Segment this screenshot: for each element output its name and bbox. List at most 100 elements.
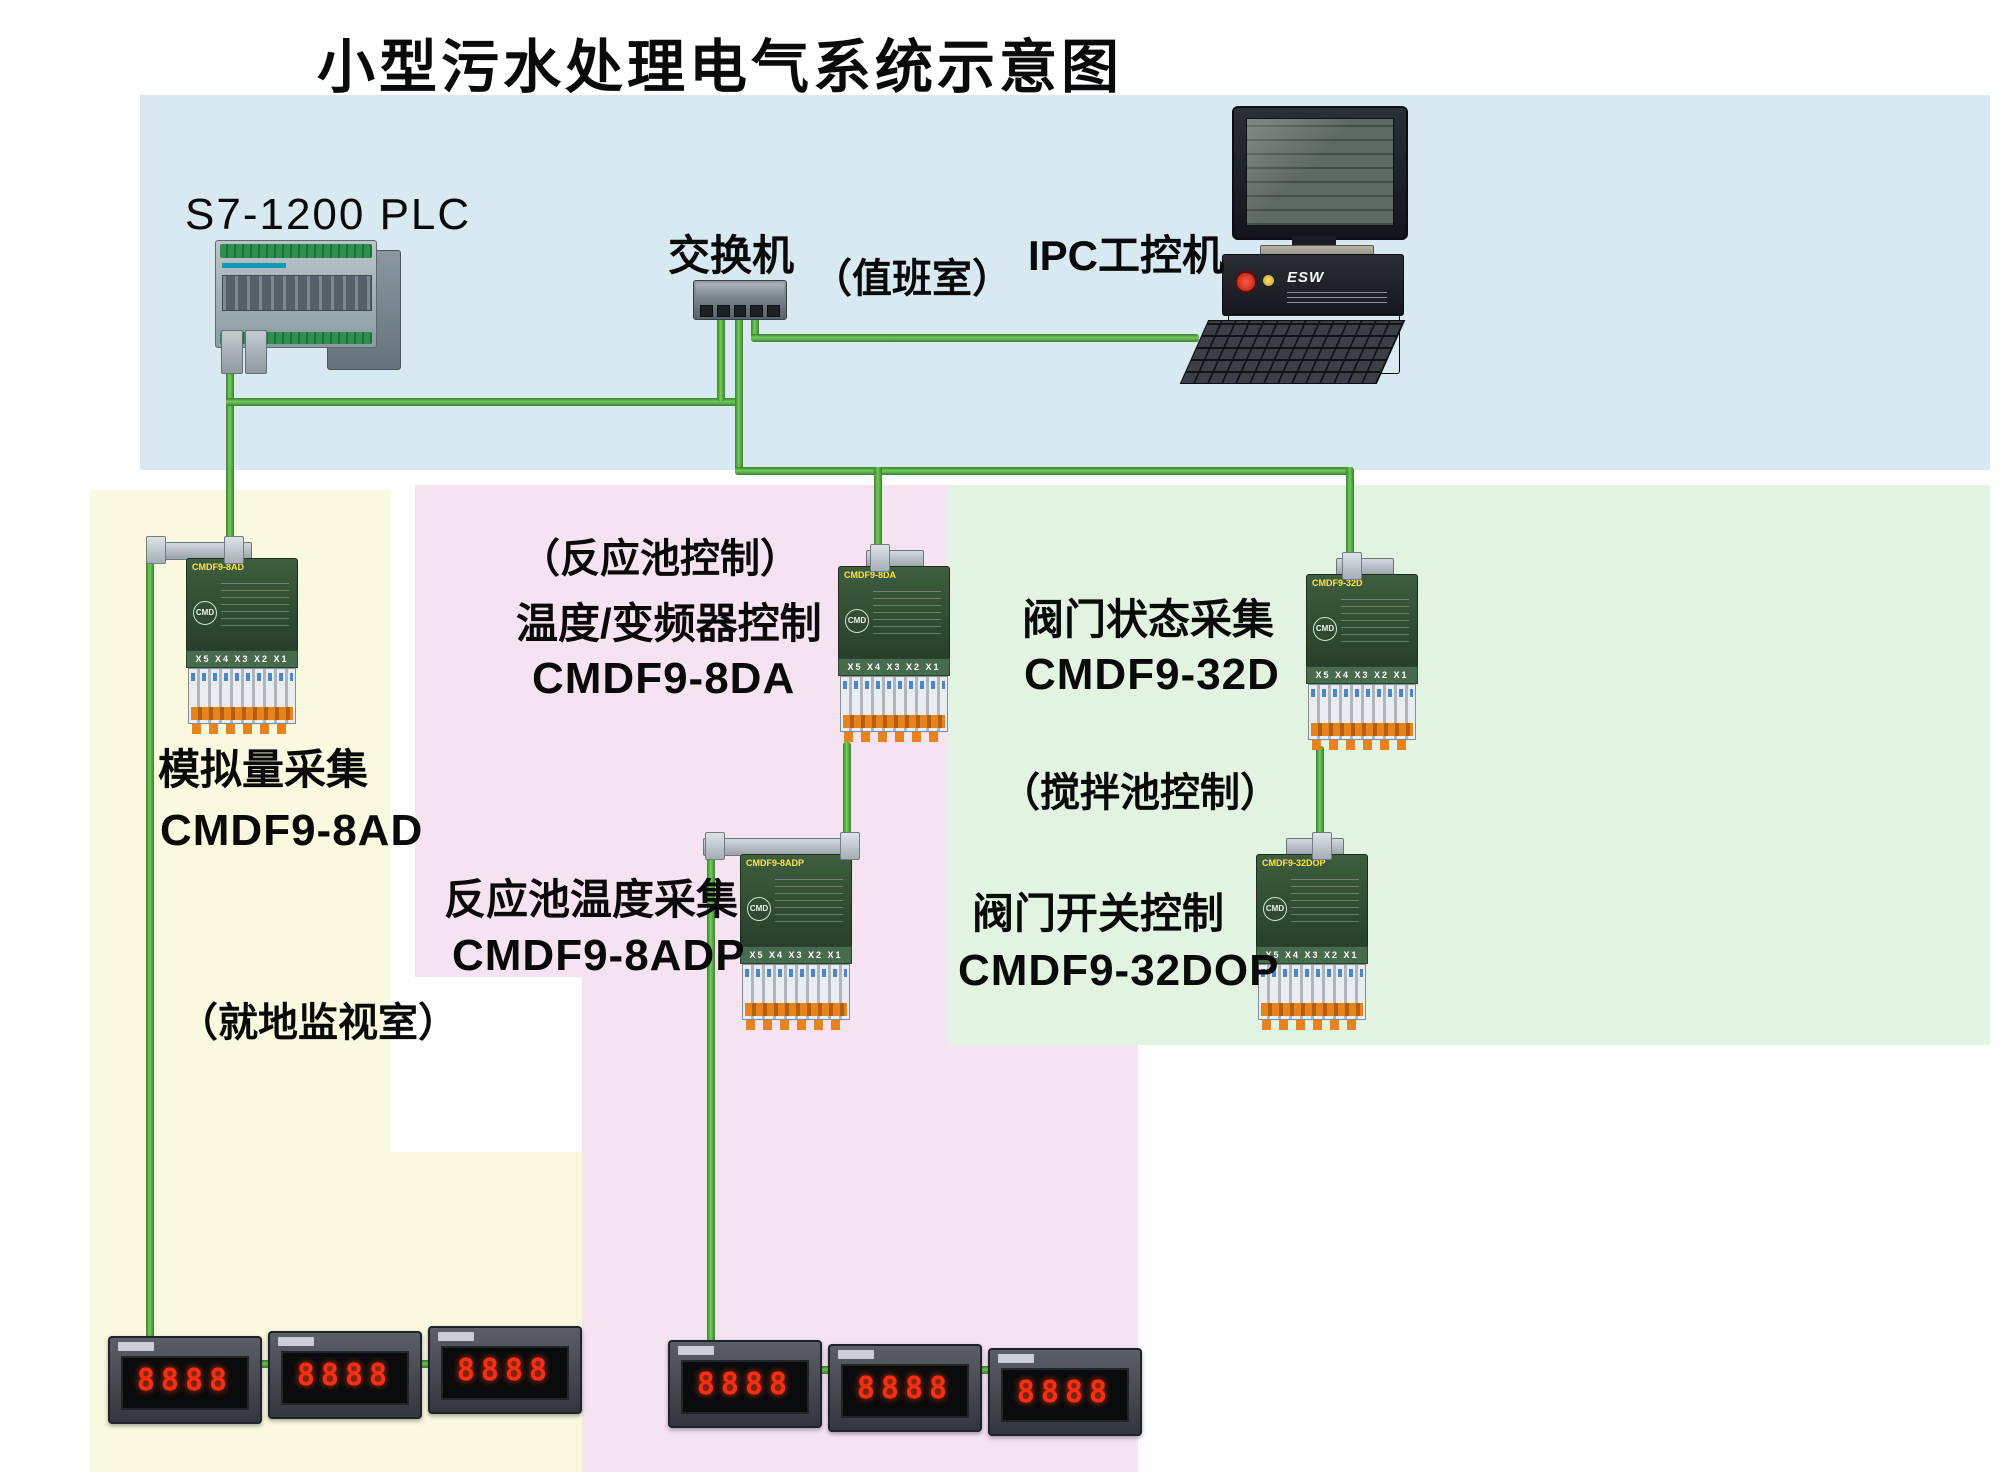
io-module-cmdf9-32dop: CMDF9-32DOP CMD X5 X4 X3 X2 X1: [1256, 832, 1368, 1034]
network-cable: [226, 370, 234, 546]
meter-display: 8888: [441, 1346, 569, 1400]
module-brand-badge: CMD: [845, 609, 869, 633]
panel-meter: 8888: [268, 1331, 422, 1419]
cable-plug: [146, 536, 166, 564]
module-led-rows: [221, 583, 289, 627]
panel-meter: 8888: [988, 1348, 1142, 1436]
meter-brand-tag: [278, 1337, 314, 1346]
switch-port: [716, 305, 730, 317]
analog-acquisition-label: 模拟量采集: [158, 746, 369, 793]
plc-device: [215, 240, 401, 375]
network-cable: [874, 467, 882, 562]
ipc-label: IPC工控机: [1028, 232, 1225, 279]
ipc-control-box: ESW: [1222, 254, 1404, 316]
local-monitor-room-label: （就地监视室）: [178, 1001, 458, 1045]
module-port-labels: X5 X4 X3 X2 X1: [1306, 666, 1418, 684]
module-port-labels: X5 X4 X3 X2 X1: [740, 946, 852, 964]
io-module-cmdf9-8ad: CMDF9-8AD CMD X5 X4 X3 X2 X1: [146, 536, 298, 738]
module-terminal-block: [1308, 684, 1416, 740]
network-cable: [707, 854, 715, 1374]
switch-label: 交换机: [668, 232, 795, 279]
module-led-rows: [1291, 879, 1359, 923]
plc-label: S7-1200 PLC: [185, 190, 472, 239]
ipc-monitor-neck: [1292, 236, 1336, 246]
plc-main-body: [215, 240, 377, 348]
meter-digits: 8888: [1016, 1375, 1114, 1410]
meter-brand-tag: [838, 1350, 874, 1359]
cmdf9-32d-label: CMDF9-32D: [1024, 650, 1280, 699]
plc-cable-connector: [245, 330, 267, 374]
cable-plug: [870, 544, 890, 572]
meter-brand-tag: [438, 1332, 474, 1341]
cmdf9-32dop-label: CMDF9-32DOP: [958, 946, 1280, 995]
valve-switch-control-label: 阀门开关控制: [972, 890, 1225, 937]
meter-display: 8888: [121, 1356, 249, 1410]
module-terminal-block: [742, 964, 850, 1020]
module-terminal-tabs: [192, 724, 290, 734]
module-body: CMDF9-8ADP CMD: [740, 854, 852, 948]
network-cable: [1316, 746, 1324, 842]
network-cable: [843, 742, 851, 842]
meter-digits: 8888: [856, 1371, 954, 1406]
module-body: CMDF9-32DOP CMD: [1256, 854, 1368, 948]
ipc-monitor-screen: [1246, 118, 1394, 226]
meter-digits: 8888: [696, 1367, 794, 1402]
module-body: CMDF9-8DA CMD: [838, 566, 950, 660]
cable-plug: [840, 832, 860, 860]
panel-meter: 8888: [828, 1344, 982, 1432]
ipc-monitor: [1232, 106, 1408, 240]
panel-meter: 8888: [108, 1336, 262, 1424]
module-led-rows: [873, 591, 941, 635]
module-model-text: CMDF9-8DA: [844, 570, 897, 580]
network-cable: [226, 398, 740, 406]
io-module-cmdf9-8adp: CMDF9-8ADP CMD X5 X4 X3 X2 X1: [703, 832, 860, 1034]
module-model-text: CMDF9-8AD: [192, 562, 245, 572]
network-cable: [751, 334, 1199, 342]
module-model-text: CMDF9-8ADP: [746, 858, 805, 868]
reaction-temp-acquisition-label: 反应池温度采集: [444, 876, 739, 923]
cmdf9-8da-label: CMDF9-8DA: [532, 654, 796, 703]
ethernet-switch-device: [693, 280, 787, 320]
switch-port: [733, 305, 747, 317]
zone-analog-acquisition-bottom: [90, 1152, 582, 1472]
plc-led-panel: [222, 275, 372, 311]
switch-port: [767, 305, 780, 317]
module-led-rows: [1341, 599, 1409, 643]
module-brand-badge: CMD: [193, 601, 217, 625]
module-body: CMDF9-32D CMD: [1306, 574, 1418, 668]
plc-brand-stripe: [222, 263, 286, 268]
network-cable: [735, 316, 743, 471]
meter-display: 8888: [681, 1360, 809, 1414]
module-model-text: CMDF9-32DOP: [1262, 858, 1326, 868]
switch-top-face: [696, 283, 784, 297]
module-port-labels: X5 X4 X3 X2 X1: [838, 658, 950, 676]
network-cable: [1346, 467, 1354, 570]
module-terminal-tabs: [746, 1020, 844, 1030]
module-terminal-tabs: [844, 732, 942, 742]
module-brand-badge: CMD: [1313, 617, 1337, 641]
zone-valve-control: [948, 485, 1990, 1045]
module-terminal-block: [188, 668, 296, 724]
cable-plug: [705, 832, 725, 860]
meter-digits: 8888: [136, 1363, 234, 1398]
cable-plug: [1312, 832, 1332, 860]
module-terminal-block: [840, 676, 948, 732]
temp-vfd-control-label: 温度/变频器控制: [516, 600, 822, 647]
cable-plug: [224, 536, 244, 564]
network-cable: [146, 556, 154, 1368]
plc-cable-connector: [221, 330, 243, 374]
switch-port: [700, 305, 713, 317]
io-module-cmdf9-32d: CMDF9-32D CMD X5 X4 X3 X2 X1: [1306, 552, 1418, 754]
module-model-text: CMDF9-32D: [1312, 578, 1363, 588]
indicator-lamp: [1263, 275, 1274, 286]
emergency-stop-button: [1235, 271, 1257, 293]
module-brand-badge: CMD: [747, 897, 771, 921]
mixing-tank-label: （搅拌池控制）: [1000, 771, 1280, 815]
plc-terminal-strip-top: [220, 244, 372, 258]
meter-display: 8888: [1001, 1368, 1129, 1422]
network-cable: [717, 316, 725, 402]
duty-room-label: （值班室）: [812, 257, 1012, 301]
module-body: CMDF9-8AD CMD: [186, 558, 298, 652]
page-title: 小型污水处理电气系统示意图: [316, 35, 1123, 100]
meter-display: 8888: [281, 1351, 409, 1405]
